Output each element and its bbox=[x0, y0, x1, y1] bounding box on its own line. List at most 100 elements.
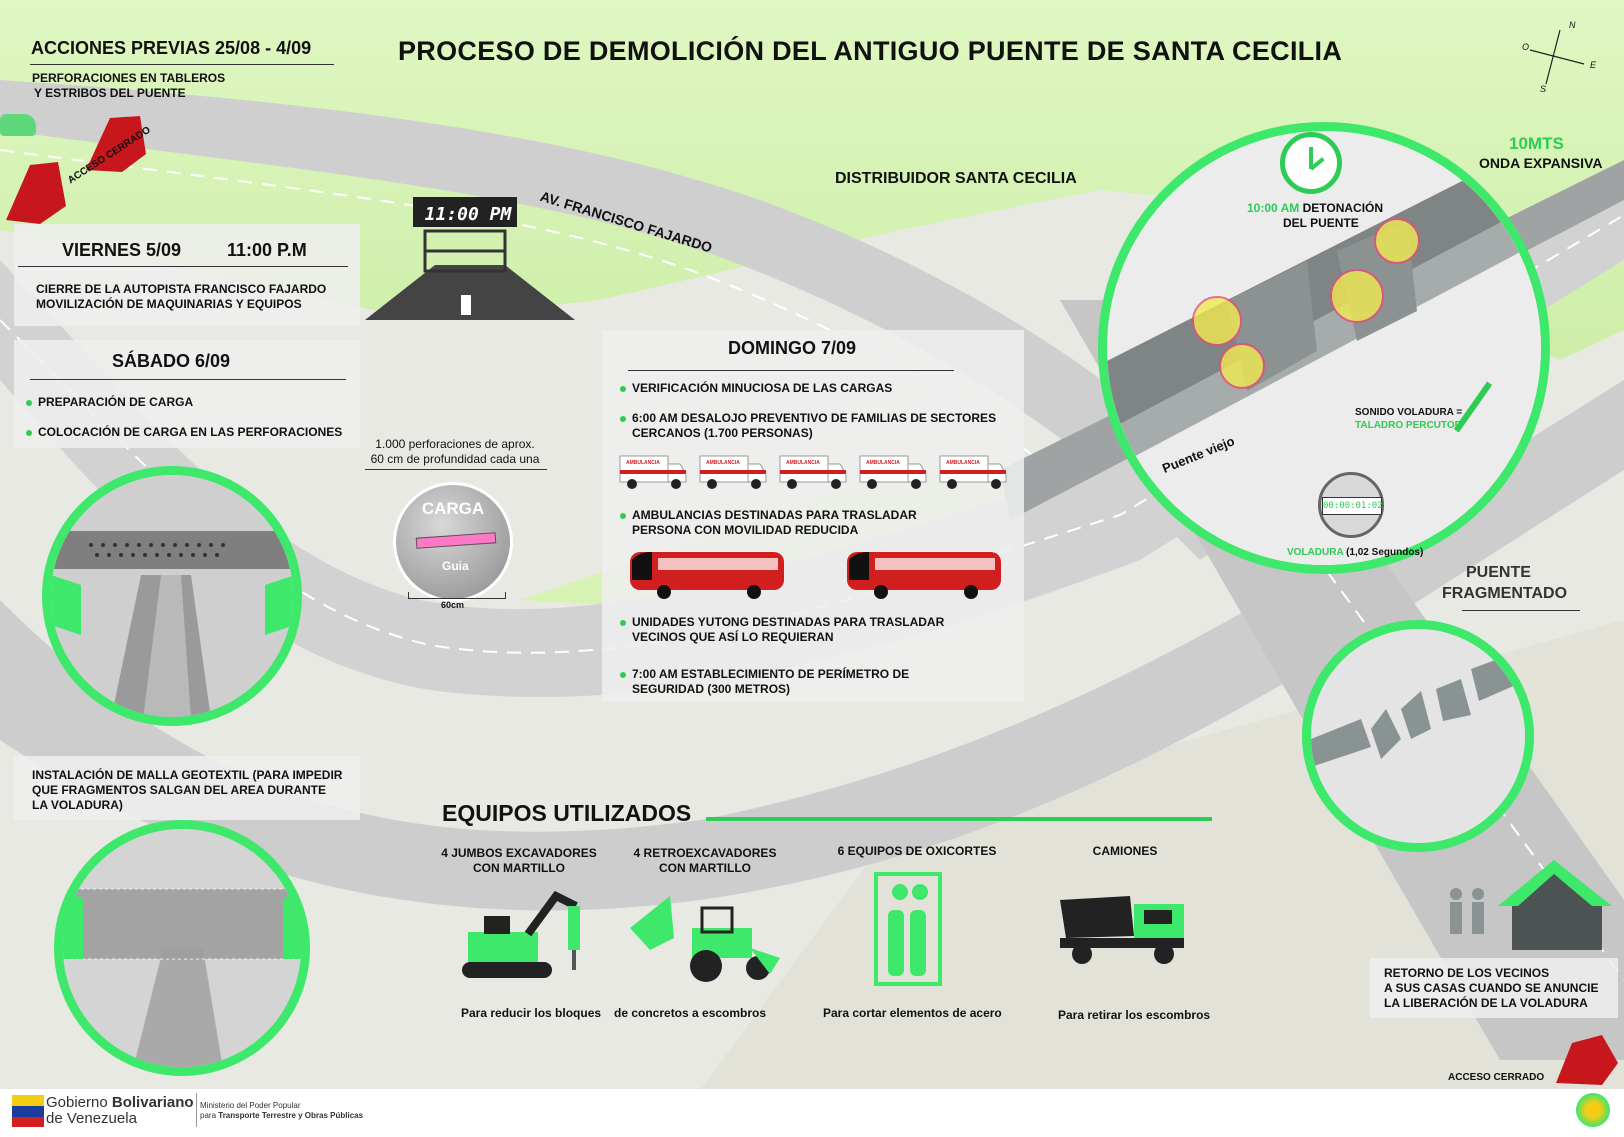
car-icon bbox=[0, 114, 36, 136]
road-closure-sign bbox=[365, 197, 575, 320]
sonido-line2: TALADRO PERCUTOR bbox=[1355, 420, 1462, 431]
sabado-item-2: COLOCACIÓN DE CARGA EN LAS PERFORACIONES bbox=[26, 425, 342, 440]
compass-n: N bbox=[1569, 20, 1576, 30]
domingo-item-4: UNIDADES YUTONG DESTINADAS PARA TRASLADA… bbox=[620, 615, 944, 630]
compass-o: O bbox=[1522, 42, 1530, 52]
compass-s: S bbox=[1540, 84, 1547, 94]
bridge-drilling-illustration bbox=[51, 475, 293, 717]
explosive-charge-icon bbox=[415, 532, 497, 549]
anniversary-logo-icon bbox=[1576, 1093, 1610, 1127]
clock-icon bbox=[1280, 132, 1342, 194]
voladura-seconds: (1,02 Segundos) bbox=[1346, 547, 1424, 558]
sonido-line1: SONIDO VOLADURA = bbox=[1355, 407, 1463, 418]
sabado-panel: SÁBADO 6/09 PREPARACIÓN DE CARGA COLOCAC… bbox=[14, 340, 360, 448]
clock-sign-text: 11:00 PM bbox=[424, 204, 512, 225]
acciones-heading: ACCIONES PREVIAS 25/08 - 4/09 bbox=[31, 38, 312, 58]
ambulance-icon: AMBULANCIA bbox=[618, 452, 688, 492]
fragmentado-line1: PUENTE bbox=[1466, 564, 1531, 581]
detonacion-line2: DEL PUENTE bbox=[1283, 216, 1359, 230]
gob-word1: Gobierno bbox=[46, 1094, 108, 1111]
compass-rose bbox=[1529, 29, 1585, 85]
domingo-item-4b: VECINOS QUE ASÍ LO REQUIERAN bbox=[632, 630, 834, 644]
carga-guia: Guia bbox=[442, 559, 469, 573]
retorno-panel: RETORNO DE LOS VECINOS A SUS CASAS CUAND… bbox=[1370, 958, 1618, 1018]
carga-dimension-line bbox=[408, 592, 506, 599]
road-block-icon bbox=[1556, 1035, 1618, 1085]
domingo-item-2b: CERCANOS (1.700 PERSONAS) bbox=[632, 426, 813, 440]
ambulance-text: AMBULANCIA bbox=[946, 460, 980, 466]
domingo-item-2: 6:00 AM DESALOJO PREVENTIVO DE FAMILIAS … bbox=[620, 411, 996, 426]
perforaciones-note: 1.000 perforaciones de aprox. 60 cm de p… bbox=[370, 437, 540, 467]
equipo-4-label: CAMIONES bbox=[1092, 844, 1158, 858]
fragmented-bridge-illustration bbox=[1311, 629, 1525, 843]
carga-label: CARGA bbox=[421, 499, 485, 518]
domingo-item-1: VERIFICACIÓN MINUCIOSA DE LAS CARGAS bbox=[620, 381, 892, 396]
domingo-item-3b: PERSONA CON MOVILIDAD REDUCIDA bbox=[632, 523, 859, 537]
retorno-line2: A SUS CASAS CUANDO SE ANUNCIE bbox=[1384, 981, 1599, 995]
return-home-illustration bbox=[1450, 860, 1612, 950]
backhoe-icon bbox=[630, 896, 780, 982]
domingo-item-5b: SEGURIDAD (300 METROS) bbox=[632, 682, 791, 696]
ambulance-icon: AMBULANCIA bbox=[698, 452, 768, 492]
equipo-2-l1: 4 RETROEXCAVADORES bbox=[633, 846, 777, 860]
bus-icon bbox=[630, 552, 784, 599]
equipo-desc-c: Para cortar elementos de acero bbox=[823, 1006, 1002, 1020]
retorno-line3: LA LIBERACIÓN DE LA VOLADURA bbox=[1384, 996, 1588, 1010]
malla-line3: LA VOLADURA) bbox=[32, 798, 123, 812]
viernes-line1: CIERRE DE LA AUTOPISTA FRANCISCO FAJARDO bbox=[36, 282, 327, 296]
clock-hand bbox=[1309, 147, 1313, 169]
footer-divider bbox=[196, 1093, 197, 1127]
equipo-3-label: 6 EQUIPOS DE OXICORTES bbox=[837, 844, 997, 858]
malla-panel: INSTALACIÓN DE MALLA GEOTEXTIL (PARA IMP… bbox=[14, 756, 360, 820]
domingo-rule bbox=[628, 370, 954, 371]
carga-diagram: CARGA Guia bbox=[393, 482, 513, 602]
domingo-panel: DOMINGO 7/09 VERIFICACIÓN MINUCIOSA DE L… bbox=[602, 330, 1024, 702]
ambulance-text: AMBULANCIA bbox=[866, 460, 900, 466]
acciones-rule bbox=[30, 64, 334, 65]
fragmentado-rule bbox=[1462, 610, 1580, 611]
equipo-desc-b: de concretos a escombros bbox=[614, 1006, 767, 1020]
perforaciones-rule bbox=[365, 469, 547, 470]
viernes-rule bbox=[18, 266, 348, 267]
geotextile-mesh-detail bbox=[54, 820, 310, 1076]
equipo-desc-a: Para reducir los bloques bbox=[461, 1006, 602, 1020]
domingo-item-3: AMBULANCIAS DESTINADAS PARA TRASLADAR bbox=[620, 508, 917, 523]
equipo-2-l2: CON MARTILLO bbox=[659, 861, 751, 875]
ambulance-text: AMBULANCIA bbox=[786, 460, 820, 466]
page-title: PROCESO DE DEMOLICIÓN DEL ANTIGUO PUENTE… bbox=[398, 36, 1343, 66]
sonido-note: SONIDO VOLADURA = TALADRO PERCUTOR bbox=[1355, 406, 1462, 432]
bridge-drilling-detail bbox=[42, 466, 302, 726]
sabado-rule bbox=[30, 379, 346, 380]
fragmentado-line2: FRAGMENTADO bbox=[1442, 585, 1568, 602]
voladura-note: VOLADURA (1,02 Segundos) bbox=[1287, 547, 1423, 558]
equipo-1-l2: CON MARTILLO bbox=[473, 861, 565, 875]
malla-line1: INSTALACIÓN DE MALLA GEOTEXTIL (PARA IMP… bbox=[32, 768, 343, 782]
onda-mts: 10MTS bbox=[1509, 134, 1564, 153]
oxygen-cutting-icon bbox=[874, 872, 942, 986]
viernes-day: VIERNES 5/09 bbox=[62, 240, 182, 260]
ambulance-icon: AMBULANCIA bbox=[938, 452, 1008, 492]
ministerio-text: Ministerio del Poder Popular para Transp… bbox=[200, 1101, 363, 1121]
detonacion-time: 10:00 AM bbox=[1247, 201, 1300, 215]
acciones-line2: Y ESTRIBOS DEL PUENTE bbox=[34, 86, 186, 100]
fragmented-bridge-detail bbox=[1302, 620, 1534, 852]
detonation-illustration bbox=[1107, 131, 1541, 565]
ambulance-text: AMBULANCIA bbox=[706, 460, 740, 466]
compass-e: E bbox=[1590, 60, 1597, 70]
viernes-line2: MOVILIZACIÓN DE MAQUINARIAS Y EQUIPOS bbox=[36, 297, 302, 311]
viernes-panel: VIERNES 5/09 11:00 P.M CIERRE DE LA AUTO… bbox=[14, 224, 360, 326]
carga-size: 60cm bbox=[441, 600, 465, 610]
ambulance-text: AMBULANCIA bbox=[626, 460, 660, 466]
venezuela-flag-icon bbox=[12, 1095, 44, 1127]
acceso-cerrado-bottom: ACCESO CERRADO bbox=[1448, 1072, 1545, 1083]
sabado-day: SÁBADO 6/09 bbox=[112, 351, 231, 371]
footer: Gobierno Bolivariano de Venezuela Minist… bbox=[0, 1089, 1624, 1137]
domingo-day: DOMINGO 7/09 bbox=[728, 338, 857, 358]
equipos-heading: EQUIPOS UTILIZADOS bbox=[442, 800, 692, 826]
voladura-label: VOLADURA bbox=[1287, 547, 1344, 558]
equipo-2-label: 4 RETROEXCAVADORES CON MARTILLO bbox=[625, 846, 785, 876]
retorno-line1: RETORNO DE LOS VECINOS bbox=[1384, 966, 1550, 980]
equipo-desc-d: Para retirar los escombros bbox=[1058, 1008, 1211, 1022]
stopwatch-icon: 00:00:01:02 bbox=[1318, 472, 1384, 538]
viernes-time: 11:00 P.M bbox=[227, 240, 307, 260]
